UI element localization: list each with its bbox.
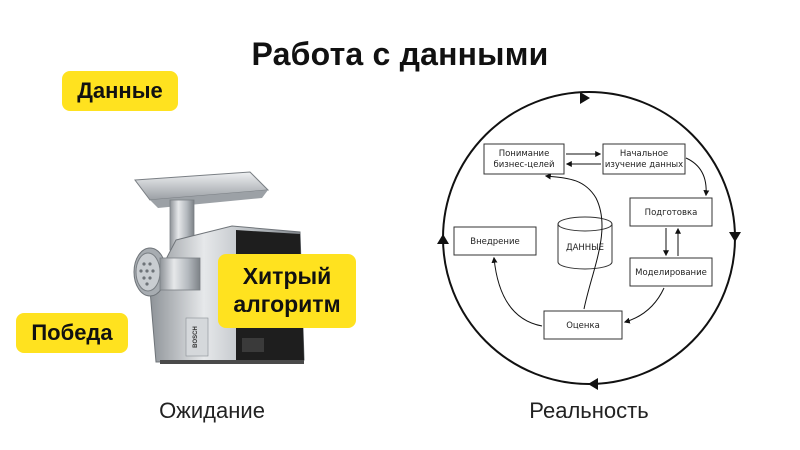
svg-text:Оценка: Оценка bbox=[566, 321, 600, 331]
cycle-arrow-bottom bbox=[588, 378, 598, 390]
arrow-model-to-eval bbox=[623, 287, 665, 324]
svg-text:бизнес-целей: бизнес-целей bbox=[493, 160, 554, 170]
cycle-arrow-left bbox=[437, 234, 449, 244]
algorithm-label: Хитрый алгоритм bbox=[218, 254, 356, 328]
svg-text:ДАННЫЕ: ДАННЫЕ bbox=[566, 243, 604, 253]
expectation-caption: Ожидание bbox=[159, 398, 265, 423]
victory-label: Победа bbox=[16, 313, 128, 353]
box-deployment bbox=[453, 226, 537, 256]
data-label: Данные bbox=[62, 71, 178, 111]
reality-caption: Реальность bbox=[529, 398, 649, 423]
algorithm-label-line2: алгоритм bbox=[233, 291, 341, 317]
svg-text:Понимание: Понимание bbox=[499, 149, 550, 159]
grinder-brand-text: BOSCH bbox=[193, 326, 199, 348]
box-business-understanding bbox=[483, 143, 565, 175]
svg-text:Внедрение: Внедрение bbox=[470, 237, 519, 247]
cycle-arrow-top bbox=[580, 92, 590, 104]
page-title: Работа с данными bbox=[251, 36, 549, 72]
arrow-eval-to-business bbox=[544, 173, 603, 310]
box-evaluation bbox=[543, 310, 623, 340]
svg-text:Подготовка: Подготовка bbox=[645, 208, 698, 218]
algorithm-label-line1: Хитрый bbox=[242, 263, 332, 290]
box-preparation bbox=[629, 197, 713, 227]
cycle-arrow-right bbox=[729, 232, 741, 242]
svg-text:Начальное: Начальное bbox=[620, 149, 668, 159]
box-modeling bbox=[629, 257, 713, 287]
svg-text:Моделирование: Моделирование bbox=[635, 268, 707, 278]
arrow-eval-to-deploy bbox=[491, 256, 543, 327]
svg-text:изучение данных: изучение данных bbox=[605, 160, 683, 170]
box-data-understanding bbox=[602, 143, 686, 175]
data-cylinder: ДАННЫЕ bbox=[557, 216, 613, 270]
arrow-data-to-prep bbox=[685, 157, 710, 197]
